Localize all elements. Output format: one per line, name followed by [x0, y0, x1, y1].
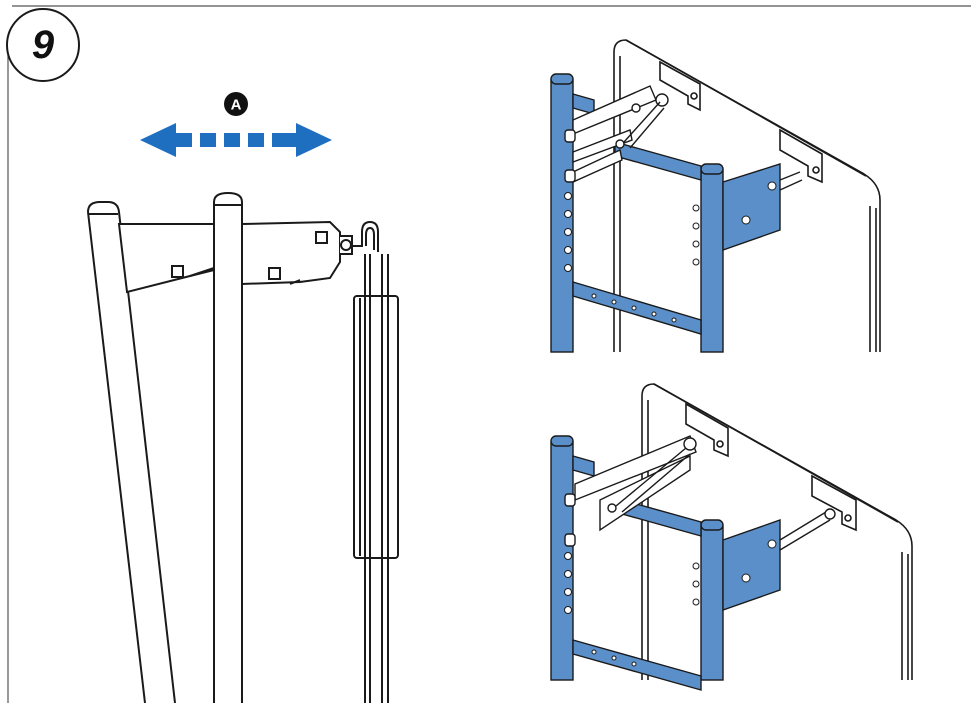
detail-bottom-hinges [685, 402, 857, 532]
center-post [213, 191, 243, 703]
left-closeup [87, 191, 399, 703]
hanging-panel-post [359, 254, 389, 703]
detail-bottom-ladder-holes [564, 539, 777, 667]
detail-bottom [550, 383, 913, 691]
step-number-badge: 9 [6, 8, 80, 82]
double-arrow-icon [140, 123, 332, 157]
detail-top-ladder [550, 73, 781, 353]
left-post [87, 201, 176, 703]
left-bracket-plate [117, 223, 215, 294]
page-border [7, 5, 971, 703]
detail-top-ladder-holes [564, 181, 777, 323]
detail-top [550, 39, 881, 353]
detail-top-hinges [659, 60, 823, 184]
callout-a-icon: A [224, 92, 248, 116]
detail-top-slide-arm [564, 85, 803, 191]
right-bracket-plate [241, 220, 353, 286]
hook [352, 220, 379, 252]
detail-bottom-slide-arm [564, 435, 836, 551]
callout-a-label: A [231, 97, 242, 114]
detail-bottom-back-panel [641, 383, 913, 680]
